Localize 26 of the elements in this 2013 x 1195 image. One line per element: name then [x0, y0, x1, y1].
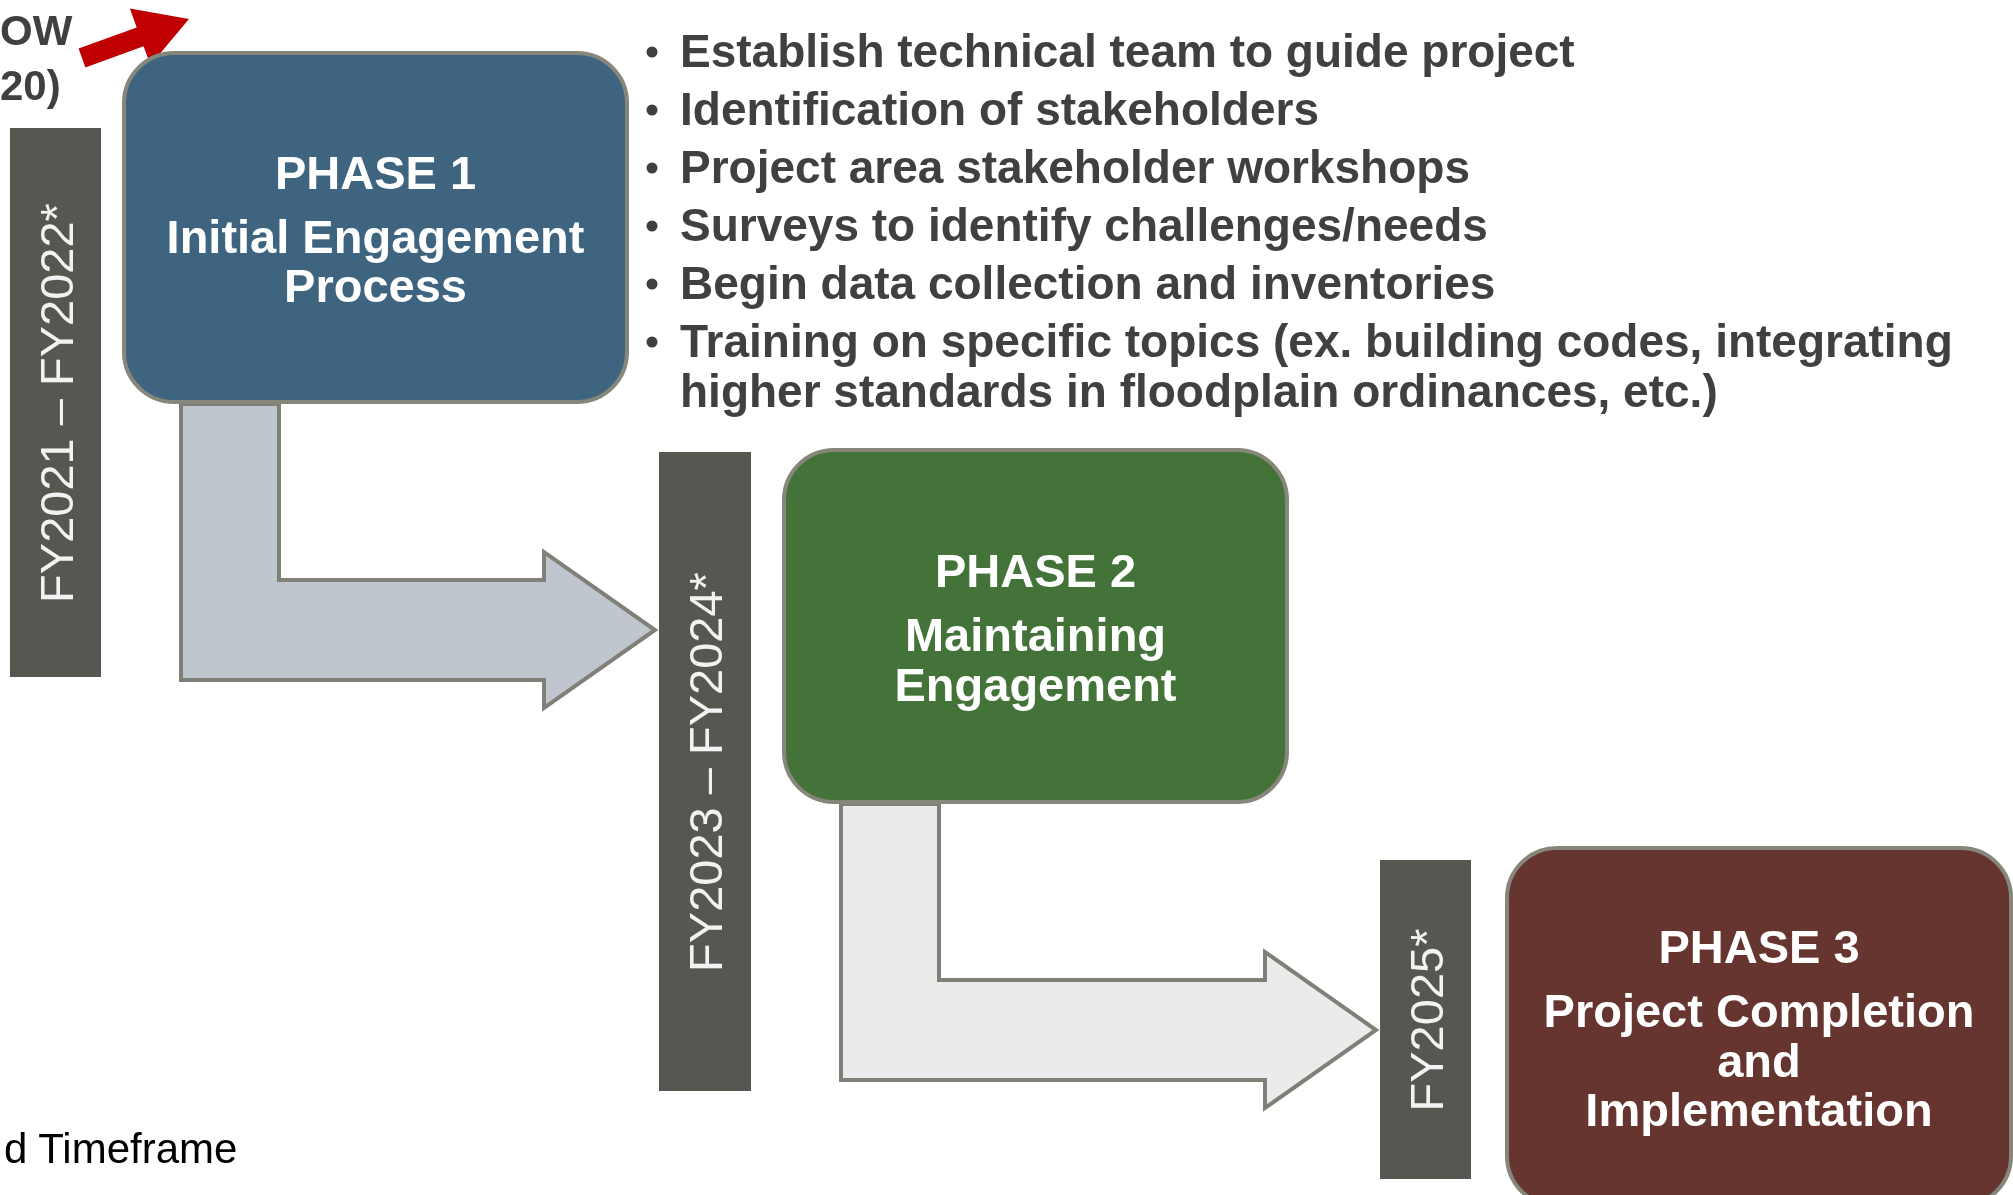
block-arrow [179, 402, 659, 712]
timeframe-label: FY2025* [1398, 928, 1453, 1111]
pointer-arrow [78, 8, 189, 68]
year-text: OW 20) [0, 7, 73, 109]
phase-title: PHASE 2 [934, 543, 1137, 599]
bullet-item: Identification of stakeholders [680, 84, 1320, 134]
phase-name: Maintaining Engagement [893, 610, 1178, 709]
bullet-item: Training on specific topics (ex. building codes, integrating higher standards in floodplain ordinances, etc.) [680, 316, 1954, 416]
timeframe-bar [1380, 860, 1471, 1179]
timeframe-label: FY2023 – FY2024* [677, 571, 733, 972]
timeframe-bar [10, 128, 101, 677]
bullet-item: Establish technical team to guide project [680, 26, 1576, 76]
bullet-item: Project area stakeholder workshops [680, 142, 1471, 192]
phase-title: PHASE 1 [274, 144, 477, 200]
timeframe-label: FY2021 – FY2022* [28, 202, 83, 603]
bullet-item: Begin data collection and inventories [680, 258, 1497, 308]
phase-box [1505, 846, 2013, 1195]
note-text: d Timeframe [4, 1125, 238, 1173]
block-arrow [839, 802, 1380, 1112]
phase-box [122, 51, 629, 404]
timeframe-bar [659, 452, 751, 1091]
phase-box [782, 448, 1289, 804]
phase-name: Initial Engagement Process [165, 211, 586, 311]
phase-title: PHASE 3 [1658, 919, 1860, 975]
phase-name: Project Completion and Implementation [1542, 986, 1976, 1135]
bullet-item: Surveys to identify challenges/needs [680, 200, 1489, 250]
